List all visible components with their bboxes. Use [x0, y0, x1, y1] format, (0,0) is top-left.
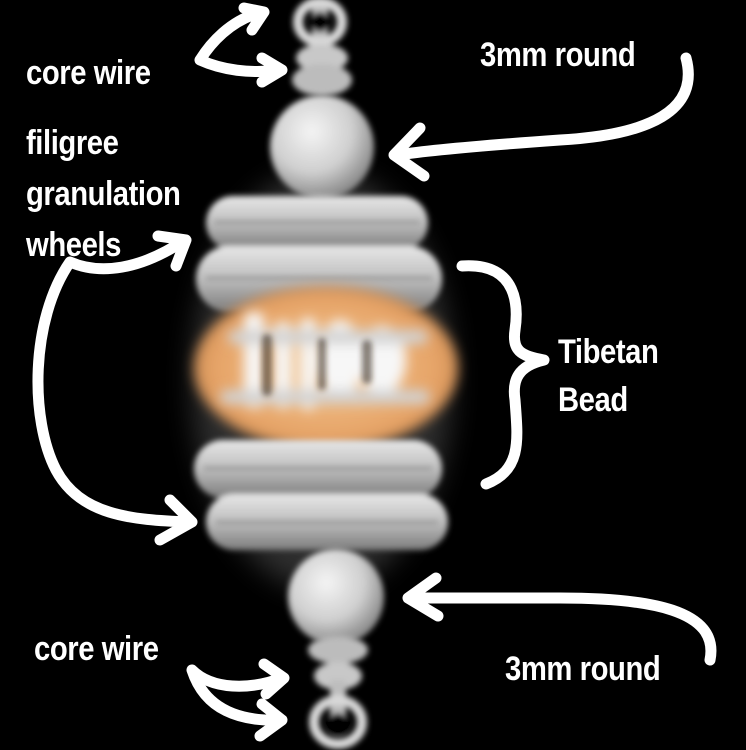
- label-core-wire-top: core wire: [26, 54, 151, 92]
- label-filigree-granulation-wheels: filigree granulation wheels: [26, 118, 181, 271]
- label-filigree-line-3: wheels: [26, 226, 121, 264]
- arrow-round-top: [388, 52, 694, 182]
- round-bead-bottom: [288, 549, 384, 645]
- label-3mm-round-top: 3mm round: [480, 36, 636, 74]
- arrow-core-wire-top: [194, 2, 288, 88]
- round-bead-top: [270, 95, 374, 199]
- label-filigree-line-1: filigree: [26, 124, 119, 162]
- label-tibetan-bead: Tibetan Bead: [558, 328, 659, 424]
- arrow-core-wire-bottom: [186, 658, 290, 742]
- brace-tibetan-bead: [456, 260, 550, 490]
- core-wire-bottom: [308, 636, 368, 749]
- label-tibetan-line-1: Tibetan: [558, 333, 659, 371]
- arrow-filigree-wheels: [32, 230, 198, 546]
- label-3mm-round-bottom: 3mm round: [505, 650, 661, 688]
- arrow-round-bottom: [402, 572, 717, 666]
- core-wire-top: [292, 0, 352, 96]
- tibetan-bead: [194, 286, 458, 450]
- label-core-wire-bottom: core wire: [34, 630, 159, 668]
- label-filigree-line-2: granulation: [26, 175, 181, 213]
- filigree-wheels-bottom: [194, 440, 448, 550]
- label-tibetan-line-2: Bead: [558, 381, 628, 419]
